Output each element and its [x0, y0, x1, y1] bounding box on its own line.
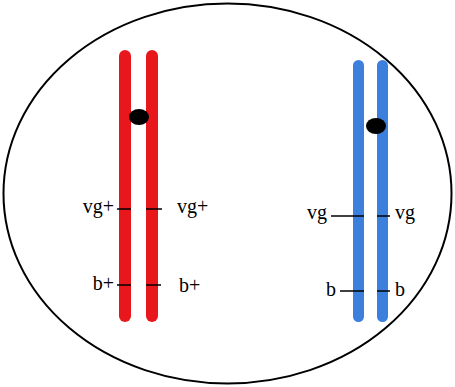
- gene-label: vg+: [83, 195, 114, 217]
- locus-tick: [117, 284, 131, 286]
- gene-label: vg+: [177, 195, 208, 217]
- red-chromatid: [119, 50, 131, 322]
- gene-label: b: [326, 278, 336, 300]
- centromere: [366, 118, 386, 134]
- locus-tick: [377, 290, 390, 292]
- gene-label: vg: [307, 201, 327, 223]
- locus-tick: [377, 215, 390, 217]
- cell-outline: [4, 4, 452, 384]
- gene-label: vg: [395, 201, 415, 223]
- locus-tick: [146, 208, 162, 210]
- gene-label: b: [395, 278, 405, 300]
- red-chromatid: [146, 50, 158, 322]
- locus-tick: [331, 215, 364, 217]
- gene-label: b+: [93, 272, 114, 294]
- gene-label: b+: [179, 274, 200, 296]
- centromere: [129, 109, 149, 125]
- locus-tick: [117, 208, 131, 210]
- locus-tick: [340, 290, 364, 292]
- blue-chromatid: [353, 60, 364, 322]
- locus-tick: [146, 284, 161, 286]
- blue-chromatid: [377, 60, 388, 322]
